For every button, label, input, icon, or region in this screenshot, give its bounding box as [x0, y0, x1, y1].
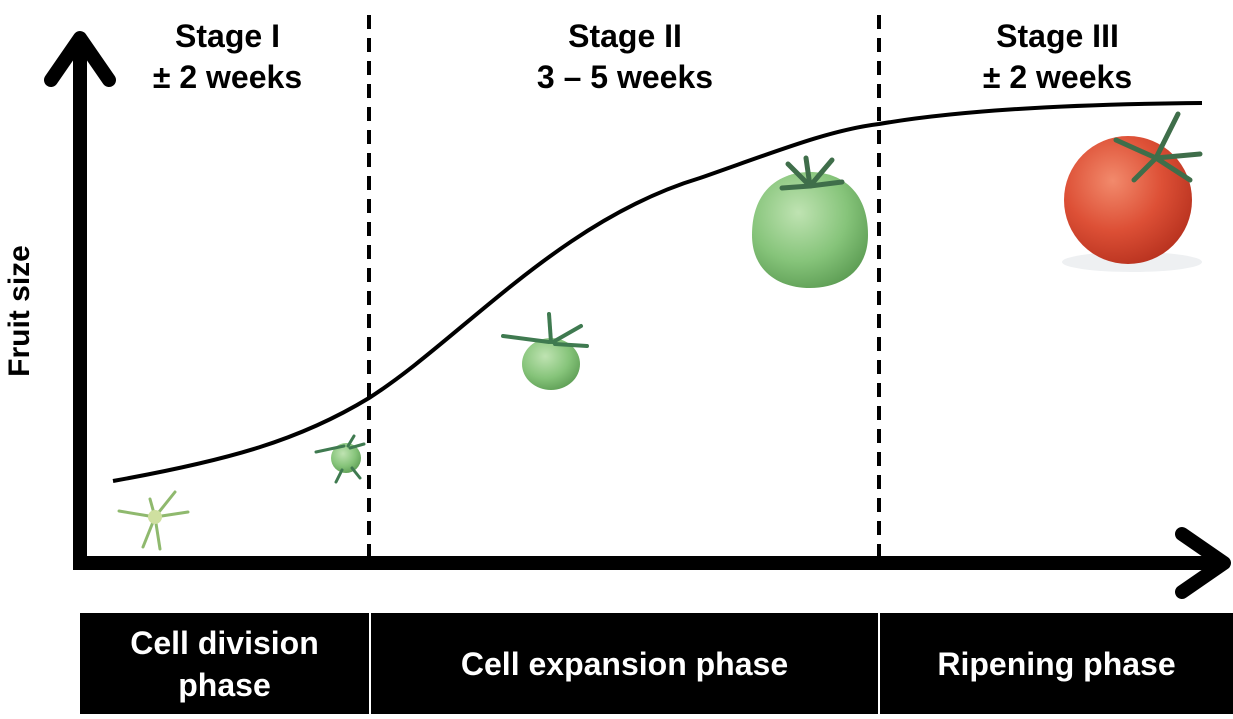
stage-2-name: Stage II: [568, 18, 682, 54]
phase-cell-expansion-label: Cell expansion phase: [460, 645, 789, 682]
stage-2-heading: Stage II 3 – 5 weeks: [470, 16, 780, 98]
stage-3-heading: Stage III ± 2 weeks: [930, 16, 1185, 98]
stage-1-duration: ± 2 weeks: [152, 59, 303, 95]
medium-green-fruit-icon: [501, 312, 589, 390]
stage-3-name: Stage III: [996, 18, 1119, 54]
growth-curve: [112, 101, 1203, 483]
phase-cell-division: Cell division phase: [80, 613, 369, 714]
y-axis-label-text: Fruit size: [3, 245, 36, 377]
red-tomato-icon: [1062, 111, 1203, 272]
flower-icon: [117, 490, 190, 551]
x-axis: [73, 527, 1231, 599]
phase-cell-division-label: Cell division phase: [130, 624, 319, 703]
phase-cell-expansion: Cell expansion phase: [371, 613, 878, 714]
small-green-fruit-icon: [314, 434, 366, 484]
stage-3-duration: ± 2 weeks: [982, 59, 1133, 95]
phase-ripening-label: Ripening phase: [937, 645, 1176, 682]
stage-2-duration: 3 – 5 weeks: [536, 59, 714, 95]
phase-ripening: Ripening phase: [880, 613, 1233, 714]
large-green-fruit-icon: [752, 155, 868, 288]
stage-1-heading: Stage I ± 2 weeks: [110, 16, 345, 98]
stage-1-name: Stage I: [175, 18, 280, 54]
y-axis: [44, 31, 116, 567]
